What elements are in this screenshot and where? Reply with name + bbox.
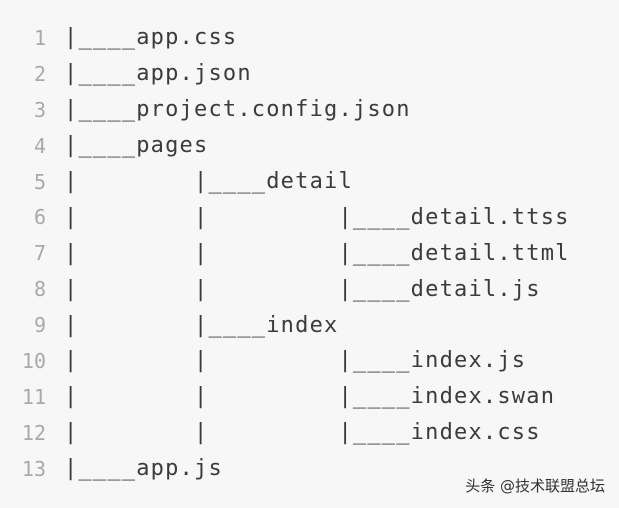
line-text: |____app.json [64,61,252,87]
line-text: | | |____index.js [64,348,527,374]
line-number: 1 [33,25,46,50]
code-line: 1 |____app.css [0,20,619,56]
line-text: | | |____index.css [64,420,541,446]
line-number: 7 [33,241,46,266]
line-number: 11 [21,384,46,409]
line-text: | |____index [64,312,339,338]
code-line: 9 | |____index [0,307,619,343]
code-line: 13 |____app.js [0,451,619,487]
line-number: 9 [33,313,46,338]
line-number: 3 [33,97,46,122]
line-number: 12 [21,420,46,445]
line-text: |____pages [64,133,209,159]
code-line: 5 | |____detail [0,164,619,200]
line-number: 6 [33,205,46,230]
line-text: | |____detail [64,169,353,194]
code-line: 3 |____project.config.json [0,92,619,128]
line-text: |____app.js [64,456,223,482]
code-line: 12 | | |____index.css [0,415,619,451]
line-number: 13 [21,456,46,481]
line-number: 5 [33,169,46,194]
line-text: |____app.css [64,25,238,51]
code-line: 2 |____app.json [0,56,619,92]
line-number: 10 [21,348,46,373]
line-text: | | |____detail.js [64,276,541,302]
code-line: 6 | | |____detail.ttss [0,199,619,235]
line-number: 8 [33,277,46,302]
line-text: | | |____detail.ttss [64,204,570,230]
line-text: |____project.config.json [64,97,411,123]
line-text: | | |____index.swan [64,384,556,410]
code-line: 8 | | |____detail.js [0,271,619,307]
line-text: | | |____detail.ttml [64,240,570,266]
line-number: 4 [33,133,46,158]
code-line: 11 | | |____index.swan [0,379,619,415]
line-number: 2 [33,61,46,86]
watermark: 头条 @技术联盟总坛 [465,477,605,495]
code-line: 7 | | |____detail.ttml [0,235,619,271]
code-line: 4 |____pages [0,128,619,164]
code-line: 10 | | |____index.js [0,343,619,379]
